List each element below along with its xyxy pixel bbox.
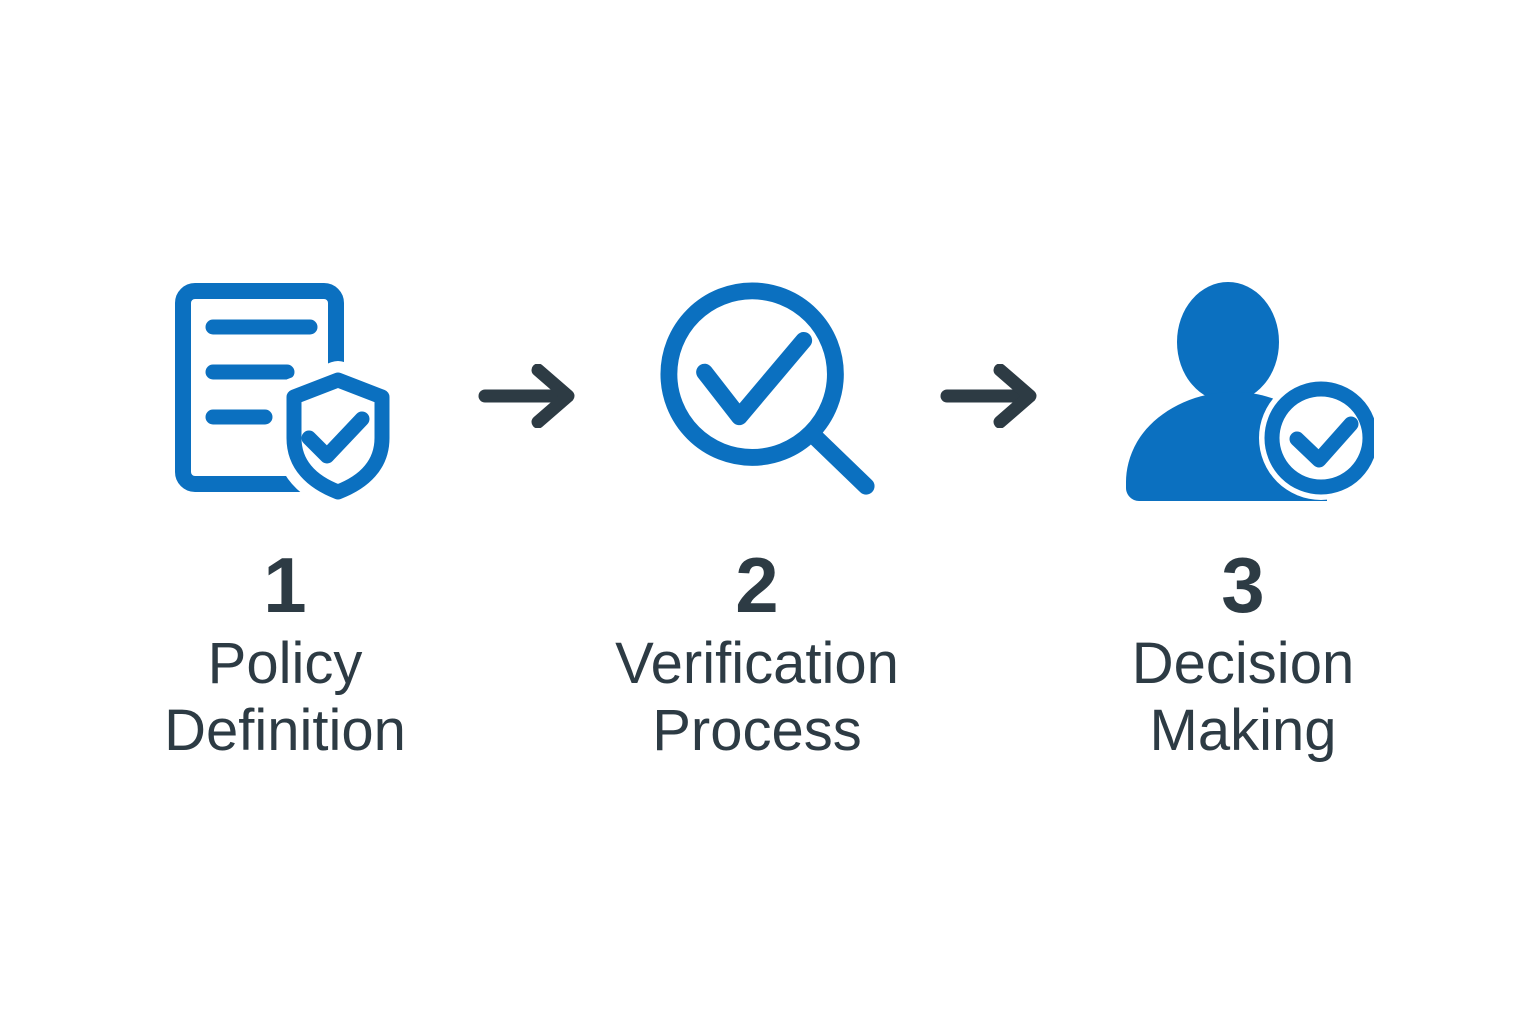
step-label: Policy Definition (164, 630, 406, 765)
step-number: 3 (1221, 541, 1265, 629)
step-number: 2 (735, 541, 779, 629)
step-label: Verification Process (615, 630, 899, 765)
step-number: 1 (263, 541, 307, 629)
step-label-line2: Definition (164, 698, 406, 764)
step-label-line1: Decision (1131, 631, 1355, 696)
document-shield-check-icon (170, 278, 400, 502)
step-label-line2: Process (652, 698, 862, 764)
step-label-line1: Policy (207, 631, 363, 696)
person-check-icon (1118, 278, 1374, 502)
right-arrow-icon (478, 363, 578, 429)
right-arrow-icon (940, 363, 1040, 429)
step-label: Decision Making (1132, 630, 1354, 765)
magnifier-check-icon (647, 278, 875, 502)
step-verification-process: 2 Verification Process (547, 278, 967, 765)
step-label-line1: Verification (615, 631, 899, 696)
step-label-line2: Making (1149, 698, 1337, 764)
step-decision-making: 3 Decision Making (1033, 278, 1453, 765)
step-policy-definition: 1 Policy Definition (75, 278, 495, 765)
